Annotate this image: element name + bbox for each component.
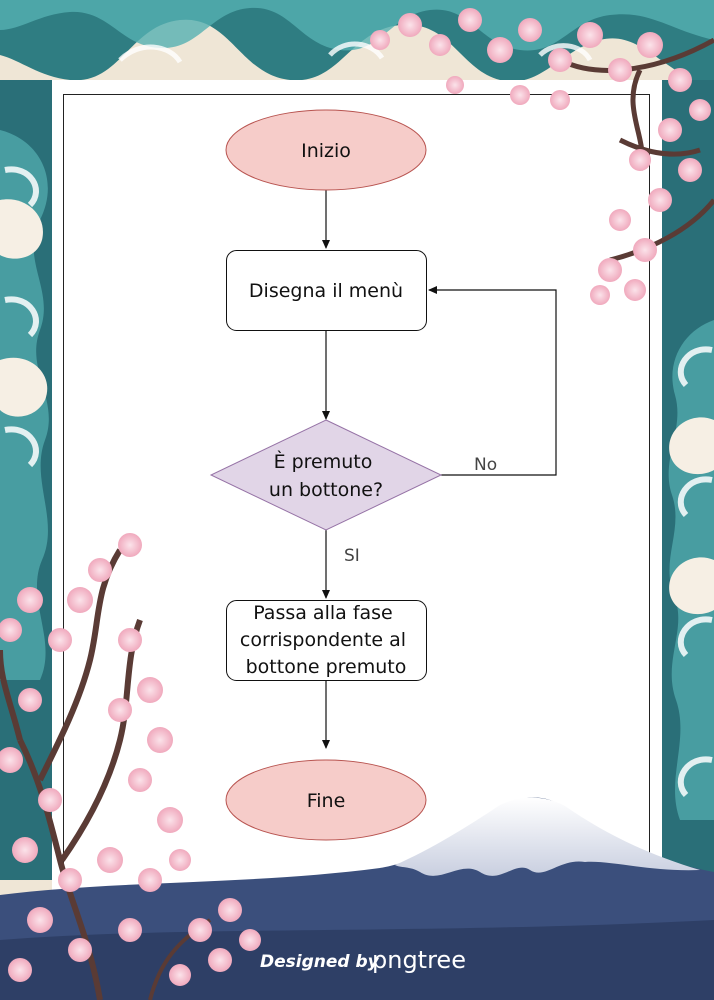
decision-line-2: un bottone? <box>269 479 383 501</box>
button-pressed-decision <box>209 419 443 531</box>
edge-label-no: No <box>474 455 497 475</box>
action-line-1: Passa alla fase <box>253 602 393 624</box>
draw-menu-label: Disegna il menù <box>249 280 403 302</box>
action-line-3: bottone premuto <box>246 656 407 678</box>
start-terminal <box>225 109 427 191</box>
decision-line-1: È premuto <box>274 450 373 473</box>
start-label: Inizio <box>301 140 351 162</box>
flowchart: Inizio Disegna il menù È premuto un bott… <box>209 109 557 841</box>
end-label: Fine <box>307 790 346 812</box>
cherry-blossom-bottom-left <box>0 533 261 1000</box>
connector-no-loop <box>428 286 557 476</box>
end-terminal <box>225 759 427 841</box>
watermark-brand: pngtree <box>372 946 466 974</box>
cherry-blossom-top-right <box>370 8 714 305</box>
action-process <box>226 600 427 681</box>
action-line-2: corrispondente al <box>240 629 406 651</box>
action-label: Passa alla fase corrispondente al botton… <box>240 602 412 678</box>
watermark: Designed by pngtree <box>260 946 466 974</box>
watermark-prefix: Designed by <box>260 952 380 972</box>
decision-label: È premuto un bottone? <box>269 450 383 501</box>
edge-label-yes: SI <box>344 546 360 566</box>
mountain-landscape <box>0 797 714 1000</box>
draw-menu-process <box>226 250 427 331</box>
